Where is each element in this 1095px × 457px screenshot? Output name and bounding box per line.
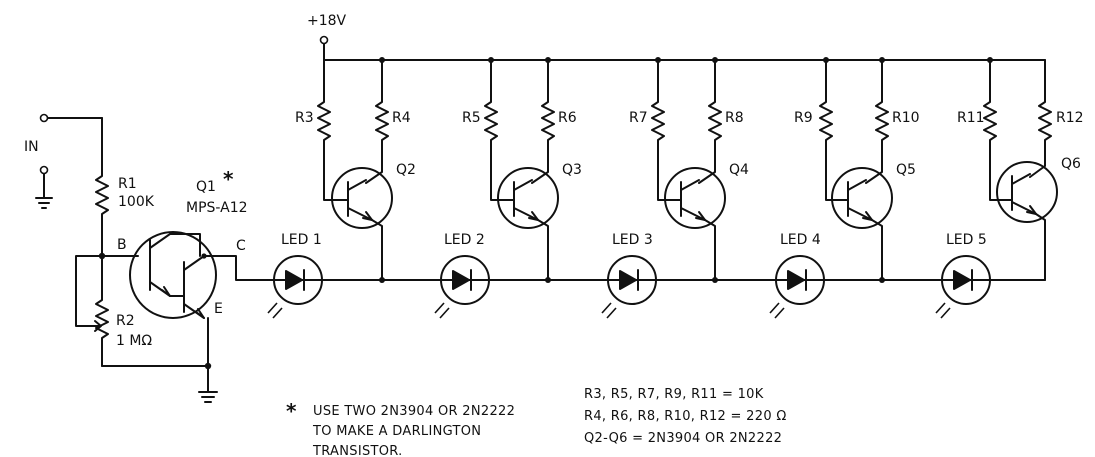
q5-label: Q5 [896,162,916,178]
led-1-label: LED 1 [281,232,322,248]
r3-label: R3 [295,110,314,126]
q1-collector-label: C [236,238,246,254]
stage-q5 [819,57,893,283]
stage-q6 [983,57,1058,281]
led-5 [935,255,991,319]
r8-label: R8 [725,110,744,126]
footnote-asterisk: * [286,399,297,423]
q2-label: Q2 [396,162,416,178]
parts-note-2: R4, R6, R8, R10, R12 = 220 Ω [584,409,787,424]
led-3-label: LED 3 [612,232,653,248]
footnote-line-2: TO MAKE A DARLINGTON [312,424,481,439]
r4-label: R4 [392,110,411,126]
q3-label: Q3 [562,162,582,178]
ground-symbol-input [35,197,53,209]
r2-value: 1 MΩ [116,333,152,349]
q1-part-number: MPS-A12 [186,200,248,216]
r1-name: R1 [118,176,137,192]
q4-label: Q4 [729,162,749,178]
led-1 [267,255,323,319]
q1-base-label: B [117,237,127,253]
r6-label: R6 [558,110,577,126]
led-2 [434,255,490,319]
supply-label: +18V [307,13,347,29]
r11-label: R11 [957,110,985,126]
led-4 [769,255,825,319]
footnote-line-3: TRANSISTOR. [312,444,403,457]
parts-note-3: Q2-Q6 = 2N3904 OR 2N2222 [584,431,782,446]
supply-terminal [319,35,329,61]
q1-darlington-transistor [129,231,217,319]
q1-name: Q1 [196,179,216,195]
led-2-label: LED 2 [444,232,485,248]
r2-name: R2 [116,313,135,329]
parts-note-1: R3, R5, R7, R9, R11 = 10K [584,387,764,402]
r10-label: R10 [892,110,920,126]
led-3 [601,255,657,319]
led-5-label: LED 5 [946,232,987,248]
resistor-r1 [95,169,109,257]
q1-emitter-label: E [214,301,223,317]
r5-label: R5 [462,110,481,126]
input-terminals [39,113,103,199]
r1-value: 100K [118,194,155,210]
q1-asterisk: * [223,167,234,191]
led-4-label: LED 4 [780,232,821,248]
r9-label: R9 [794,110,813,126]
stage-q4 [651,57,726,283]
junction-dot [204,362,212,370]
resistor-r2 [95,255,109,367]
ground-symbol-main [198,391,218,403]
stage-q2 [317,57,393,283]
input-label: IN [24,139,39,155]
stage-q3 [484,57,559,283]
r12-label: R12 [1056,110,1084,126]
r7-label: R7 [629,110,648,126]
footnote-line-1: USE TWO 2N3904 OR 2N2222 [313,404,515,419]
q6-label: Q6 [1061,156,1081,172]
